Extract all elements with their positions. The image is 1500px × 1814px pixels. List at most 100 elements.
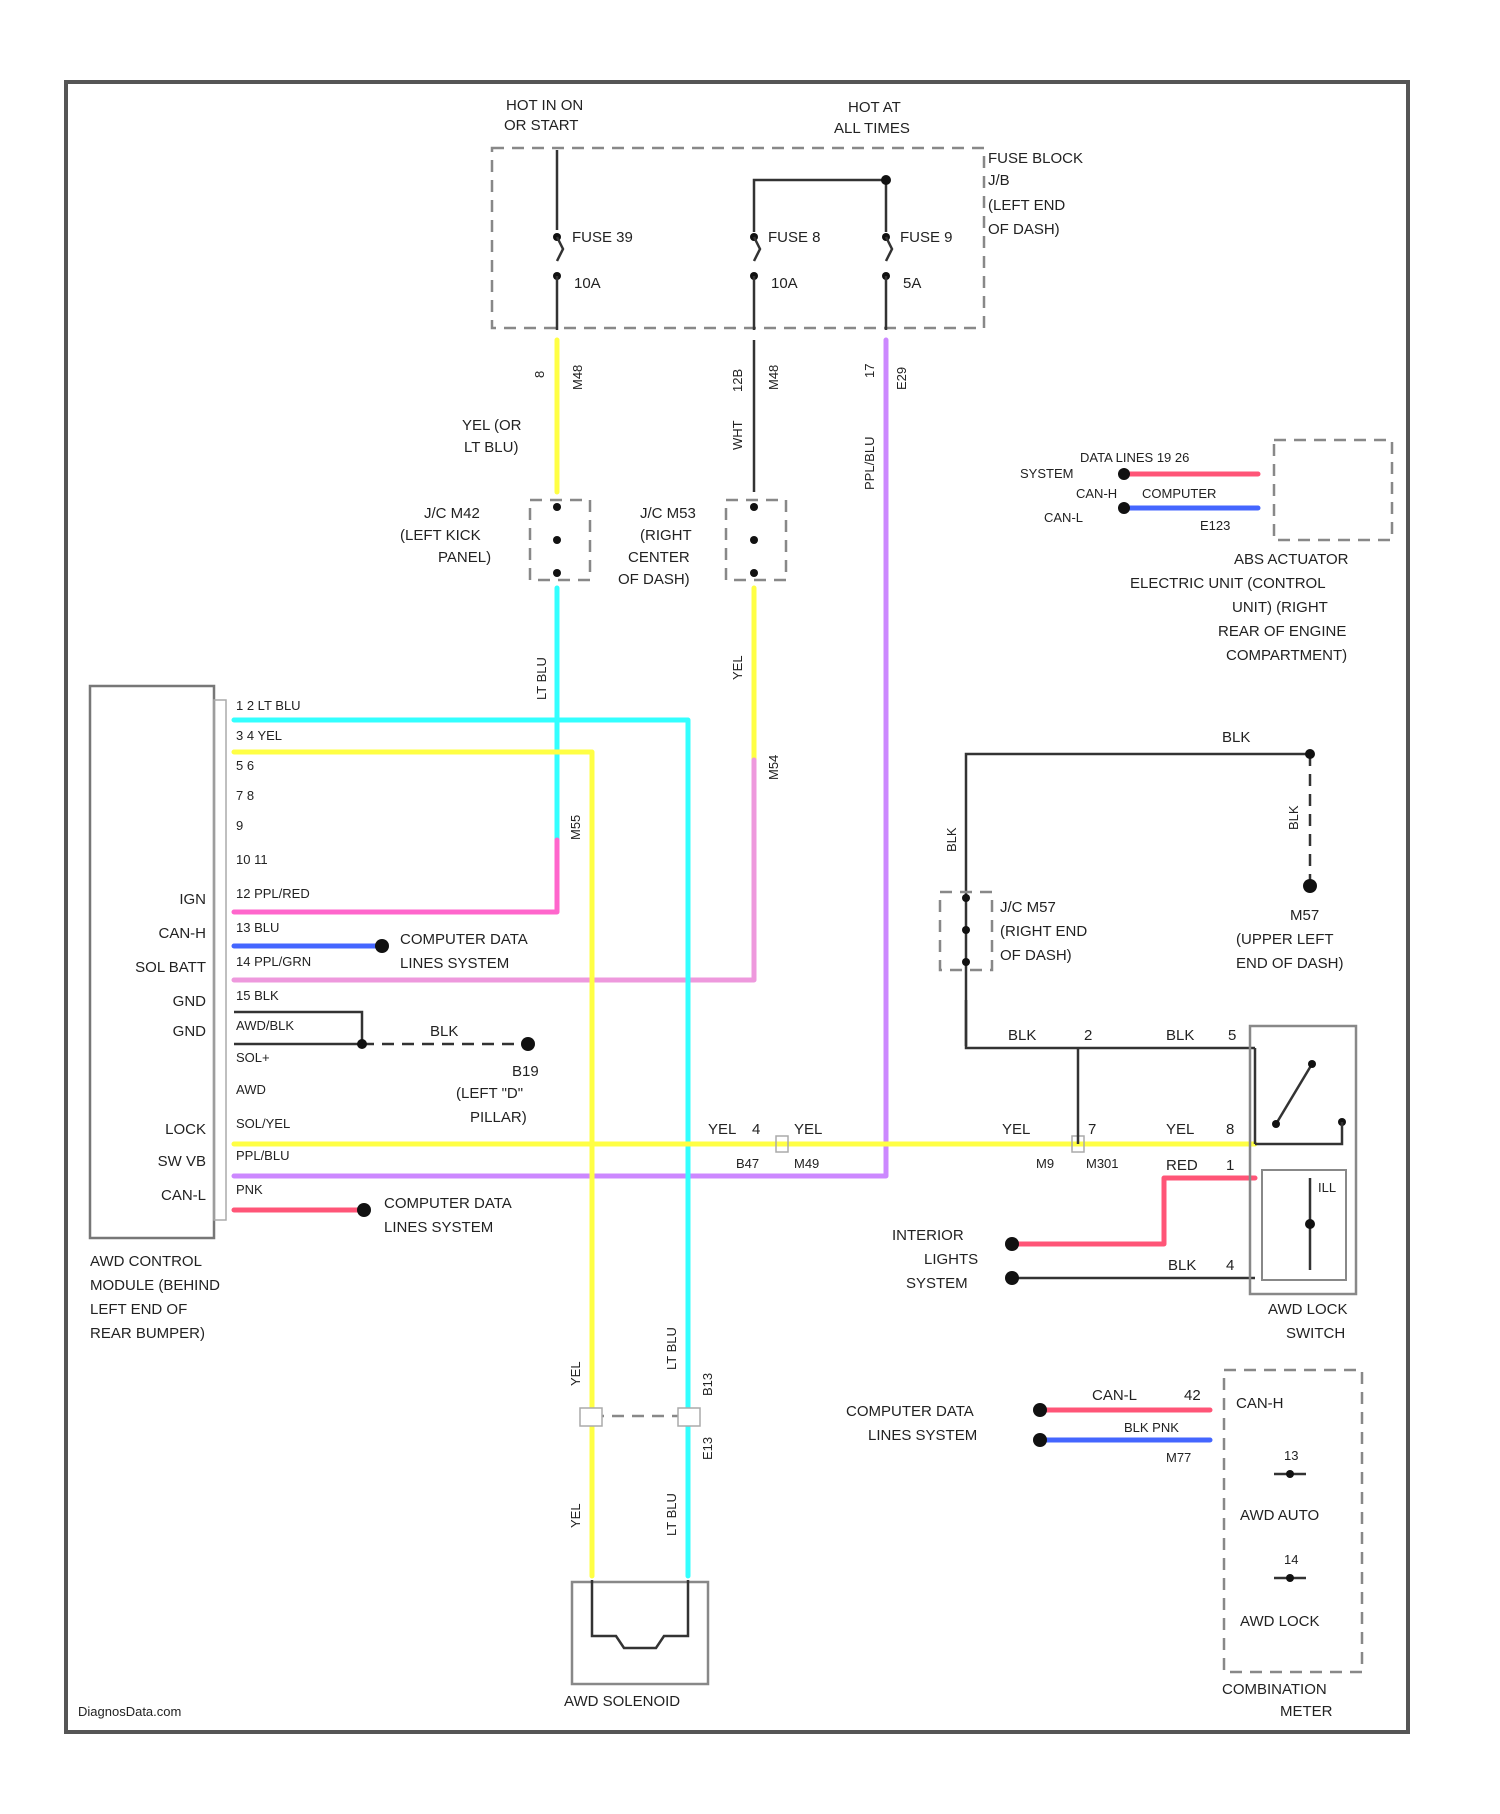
jc-m42: J/C M42 (LEFT KICK PANEL) (400, 500, 590, 580)
fuse-block: HOT IN ON OR START HOT AT ALL TIMES FUSE… (492, 97, 1083, 392)
module-pin-left-label: LOCK (165, 1121, 206, 1138)
fuse-block-label-4: OF DASH) (988, 221, 1060, 238)
lock-pin-c: 7 (1088, 1121, 1096, 1138)
switch-pin-red: 1 (1226, 1157, 1234, 1174)
module-pin-right-label: 5 6 (236, 758, 254, 773)
module-pin-right-label: 12 PPL/RED (236, 886, 310, 901)
svg-text:J/C M53: J/C M53 (640, 505, 696, 522)
lock-conn-c: M9 (1036, 1156, 1054, 1171)
lock-conn-b: M49 (794, 1156, 819, 1171)
module-pin-right-label: PPL/BLU (236, 1148, 289, 1163)
awd-control-module: AWD CONTROL MODULE (BEHIND LEFT END OF R… (90, 686, 226, 1342)
module-pin-right-label: 13 BLU (236, 920, 279, 935)
ground-b19-1: B19 (512, 1063, 539, 1080)
svg-text:LT BLU: LT BLU (664, 1327, 679, 1370)
svg-text:LINES SYSTEM: LINES SYSTEM (868, 1427, 977, 1444)
module-pin-right-label: PNK (236, 1182, 263, 1197)
computer-data-1-b: LINES SYSTEM (400, 955, 509, 972)
svg-text:COMPARTMENT): COMPARTMENT) (1226, 647, 1347, 664)
computer-data-1-a: COMPUTER DATA (400, 931, 528, 948)
lock-pin-a: 4 (752, 1121, 760, 1138)
fuse-conn-2: M48 (766, 365, 781, 390)
module-pin-left-label: GND (173, 1023, 207, 1040)
wire-ppl-blu-swvb (234, 340, 886, 1176)
combination-meter: CAN-L 42 BLK PNK M77 CAN-H COMPUTER DATA… (846, 1370, 1362, 1720)
module-pin-right-label: 9 (236, 818, 243, 833)
svg-text:FUSE 8: FUSE 8 (768, 229, 821, 246)
svg-text:YEL: YEL (568, 1361, 583, 1386)
bus-dot (881, 175, 891, 185)
svg-text:OF DASH): OF DASH) (618, 571, 690, 588)
svg-text:FUSE 39: FUSE 39 (572, 229, 633, 246)
svg-text:CAN-H: CAN-H (1076, 486, 1117, 501)
abs-actuator: DATA LINES 19 26 SYSTEM CAN-H COMPUTER C… (1020, 440, 1392, 664)
module-pin-right-label: SOL+ (236, 1050, 270, 1065)
svg-text:COMPUTER DATA: COMPUTER DATA (846, 1403, 974, 1420)
module-pin-left-label: SW VB (158, 1153, 206, 1170)
fuse-pin-2: 12B (730, 369, 745, 392)
computer-data-2-a: COMPUTER DATA (384, 1195, 512, 1212)
svg-text:METER: METER (1280, 1703, 1333, 1720)
svg-text:PANEL): PANEL) (438, 549, 491, 566)
module-pin-right-label: 14 PPL/GRN (236, 954, 311, 969)
svg-text:DATA LINES 19 26: DATA LINES 19 26 (1080, 450, 1189, 465)
blk-top-label: BLK (1222, 729, 1250, 746)
switch-blk-a: BLK (1008, 1027, 1036, 1044)
awd-lock-switch: ILL AWD LOCK SWITCH (1250, 1026, 1356, 1342)
interior-2: LIGHTS (924, 1251, 978, 1268)
svg-text:LT BLU: LT BLU (664, 1493, 679, 1536)
svg-text:SWITCH: SWITCH (1286, 1325, 1345, 1342)
switch-blk-c: BLK (1168, 1257, 1196, 1274)
wire-label-yel: YEL (730, 655, 745, 680)
wire-ltblu-solenoid (234, 720, 688, 1576)
svg-text:REAR BUMPER): REAR BUMPER) (90, 1325, 205, 1342)
switch-pin-a: 2 (1084, 1027, 1092, 1044)
svg-text:AWD LOCK: AWD LOCK (1268, 1301, 1347, 1318)
svg-text:J/C M57: J/C M57 (1000, 899, 1056, 916)
module-pin-left-label: CAN-H (159, 925, 207, 942)
svg-text:LEFT END OF: LEFT END OF (90, 1301, 187, 1318)
svg-text:(RIGHT: (RIGHT (640, 527, 692, 544)
awd-solenoid: YEL LT BLU B13 E13 YEL LT BLU AWD SOLENO… (564, 1327, 715, 1710)
lock-yel-d: YEL (1166, 1121, 1194, 1138)
ground-m57-2: (UPPER LEFT (1236, 931, 1334, 948)
switch-red: RED (1166, 1157, 1198, 1174)
jc-m53-conn-label: M54 (766, 755, 781, 780)
ground-b19-2: (LEFT "D" (456, 1085, 523, 1102)
module-pin-right-label: 15 BLK (236, 988, 279, 1003)
wire-label-ppl-blu: PPL/BLU (862, 437, 877, 490)
svg-text:COMPUTER: COMPUTER (1142, 486, 1216, 501)
switch-pin-c: 4 (1226, 1257, 1234, 1274)
fuse-block-label-3: (LEFT END (988, 197, 1065, 214)
wire-label-wht: WHT (730, 420, 745, 450)
svg-text:CAN-L: CAN-L (1092, 1387, 1137, 1404)
computer-data-2-b: LINES SYSTEM (384, 1219, 493, 1236)
lock-pin-d: 8 (1226, 1121, 1234, 1138)
watermark: DiagnosData.com (78, 1704, 181, 1719)
module-pin-right-label: 10 11 (236, 852, 268, 867)
wire-red-interior (1012, 1178, 1255, 1244)
module-pin-right-label: 1 2 LT BLU (236, 698, 301, 713)
svg-text:YEL: YEL (568, 1503, 583, 1528)
hot-always-line1: HOT AT (848, 99, 901, 116)
svg-text:UNIT) (RIGHT: UNIT) (RIGHT (1232, 599, 1328, 616)
lock-conn-a: B47 (736, 1156, 759, 1171)
fuse-39: FUSE 39 10A (553, 229, 633, 330)
hot-run-line2: OR START (504, 117, 578, 134)
svg-text:CENTER: CENTER (628, 549, 690, 566)
svg-text:E123: E123 (1200, 518, 1230, 533)
module-pin-right-label: SOL/YEL (236, 1116, 290, 1131)
svg-text:5A: 5A (903, 275, 921, 292)
module-pin-left-label: GND (173, 993, 207, 1010)
svg-text:J/C M42: J/C M42 (424, 505, 480, 522)
ground-m57-3: END OF DASH) (1236, 955, 1344, 972)
wire-label-yel-or-ltblu-1: YEL (OR (462, 417, 522, 434)
svg-text:ILL: ILL (1318, 1180, 1336, 1195)
jc-m42-conn-label: M55 (568, 815, 583, 840)
lock-conn-d: M301 (1086, 1156, 1119, 1171)
switch-pin-b: 5 (1228, 1027, 1236, 1044)
hot-run-line1: HOT IN ON (506, 97, 583, 114)
svg-text:M77: M77 (1166, 1450, 1191, 1465)
fuse-8: FUSE 8 10A (750, 229, 821, 330)
